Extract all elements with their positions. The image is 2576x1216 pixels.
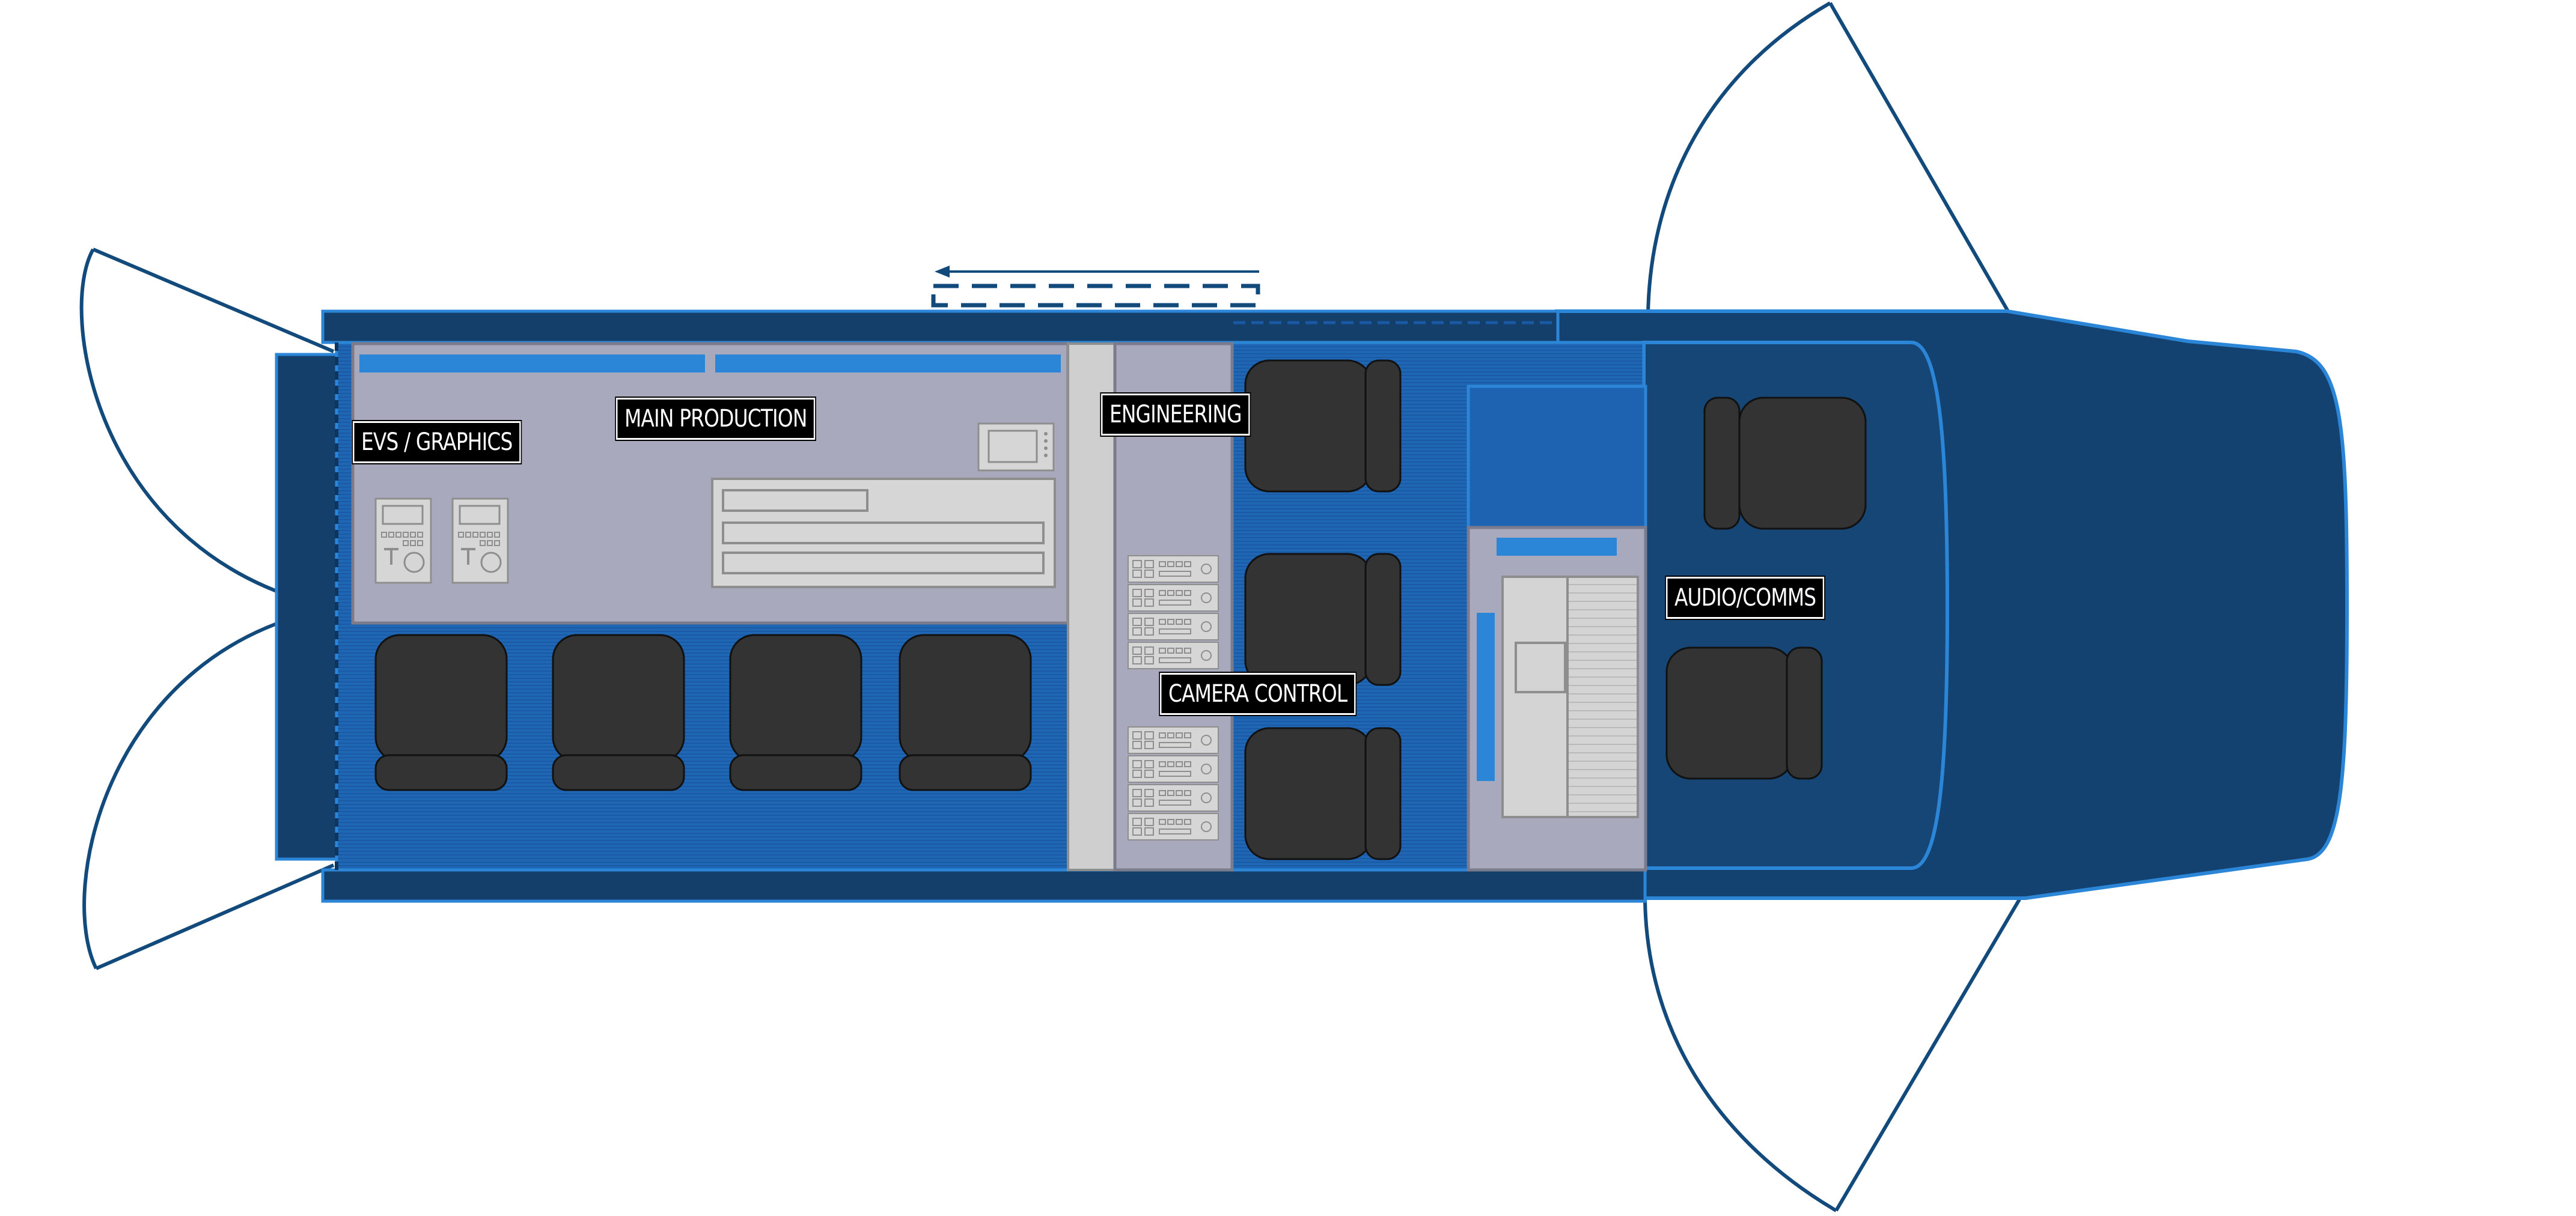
front-door-upper [1646,1,1831,316]
rack-unit-icon [1128,784,1219,812]
chair-icon [552,634,685,791]
zone-label-audio-comms: AUDIO/COMMS [1665,576,1825,620]
audio-upper-panel [1467,385,1647,529]
monitor-icon [977,422,1055,472]
rack-unit-icon [1128,613,1219,640]
zone-label-engineering: ENGINEERING [1100,392,1251,437]
rear-door-lower [82,606,334,970]
control-panel-icon [451,497,509,584]
front-door-lower [1643,899,1837,1212]
chair-icon [1703,397,1867,530]
zone-label-camera-control: CAMERA CONTROL [1159,672,1357,716]
slide-arrow-icon [935,266,1259,278]
slideout-outline [931,284,1260,308]
chair-icon [1665,646,1823,780]
audio-desk-icon [1501,576,1639,818]
chair-icon [899,634,1032,791]
zone-label-main-production: MAIN PRODUCTION [615,397,817,441]
trailer-bottom-rail [321,868,1647,903]
rear-door-upper [79,248,334,610]
rack-unit-icon [1128,584,1219,612]
rack-unit-icon [1128,555,1219,583]
chair-icon [729,634,862,791]
chair-icon [1244,359,1402,493]
zone-label-evs-graphics: EVS / GRAPHICS [352,420,522,464]
chair-icon [374,634,508,791]
rack-unit-icon [1128,726,1219,754]
trailer-rear-end [275,353,338,861]
rack-unit-icon [1128,755,1219,783]
vision-mixer-icon [711,478,1056,588]
control-panel-icon [374,497,432,584]
rack-unit-icon [1128,813,1219,841]
trailer-top-rail [321,309,1560,344]
chair-icon [1244,727,1402,860]
chair-icon [1244,553,1402,686]
rack-unit-icon [1128,642,1219,669]
